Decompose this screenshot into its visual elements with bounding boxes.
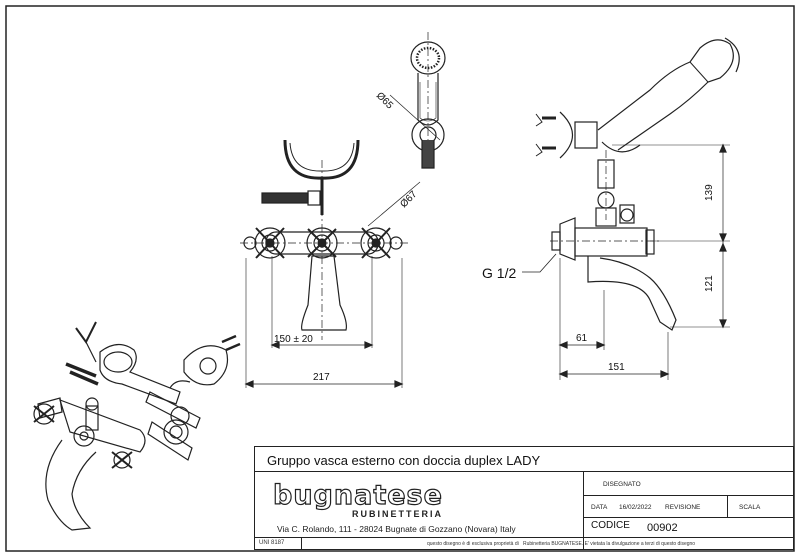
cell-line-1 [583, 495, 793, 496]
footer-divider [301, 537, 302, 549]
disegnato-label: DISEGNATO [603, 481, 641, 488]
drawing-frame [5, 5, 795, 552]
scala-label: SCALA [739, 504, 761, 511]
dim-151: 151 [608, 362, 625, 373]
brand-subtitle: RUBINETTERIA [352, 509, 443, 519]
data-value: 16/02/2022 [619, 504, 652, 511]
notice-right: Rubinetteria BUGNATESE. E' vietata la di… [523, 541, 696, 547]
title-block: Gruppo vasca esterno con doccia duplex L… [254, 446, 794, 550]
footer-line [255, 537, 793, 538]
dim-thread: G 1/2 [482, 265, 516, 281]
company-address: Via C. Rolando, 111 - 28024 Bugnate di G… [277, 524, 516, 534]
data-label: DATA [591, 504, 608, 511]
brand-logo: bugnatese [272, 479, 443, 511]
dim-150: 150 ± 20 [274, 334, 313, 345]
front-view [240, 139, 421, 388]
revisione-label: REVISIONE [665, 504, 701, 511]
dim-67: Ø67 [398, 189, 419, 210]
dim-61: 61 [576, 333, 588, 344]
uni-label: UNI 8187 [259, 540, 285, 546]
side-view [522, 37, 740, 380]
drawing-title: Gruppo vasca esterno con doccia duplex L… [267, 453, 541, 468]
notice-left: questo disegno è di esclusiva proprietà … [427, 541, 519, 547]
cell-divider-scala [727, 495, 728, 517]
hand-shower-view [389, 32, 446, 170]
title-block-divider [583, 471, 584, 549]
dim-121: 121 [704, 275, 715, 292]
dim-217: 217 [313, 372, 330, 383]
cell-line-2 [583, 517, 793, 518]
dim-65: Ø65 [374, 90, 395, 111]
title-divider [255, 471, 793, 472]
codice-label: CODICE [591, 520, 630, 531]
isometric-view [33, 321, 241, 531]
codice-value: 00902 [647, 522, 678, 534]
dim-139: 139 [704, 184, 715, 201]
